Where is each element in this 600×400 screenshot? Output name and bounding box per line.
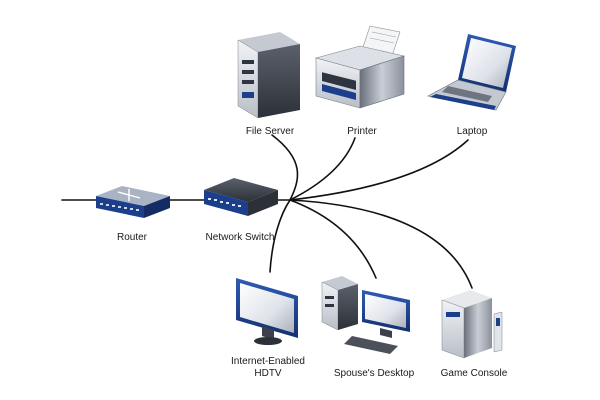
game-console-icon: [441, 290, 503, 359]
printer-label: Printer: [347, 126, 377, 137]
game-console-label: Game Console: [441, 368, 508, 379]
laptop-icon: [427, 34, 516, 111]
router-label: Router: [117, 232, 148, 243]
laptop-label: Laptop: [457, 126, 488, 137]
network-switch-label: Network Switch: [206, 232, 275, 243]
hdtv-label-line1: Internet-Enabled: [231, 356, 305, 367]
network-switch-icon: [204, 178, 278, 216]
router-icon: [96, 186, 170, 218]
cable-hdtv: [269, 199, 291, 273]
cable-game-console: [289, 199, 473, 289]
hdtv-icon: [236, 278, 298, 345]
file-server-label: File Server: [246, 126, 295, 137]
cables: [61, 134, 473, 289]
file-server-icon: [237, 32, 300, 119]
desktop-computer-icon: [321, 276, 410, 354]
cable-laptop: [289, 139, 469, 201]
printer-icon: [314, 25, 406, 109]
spouse-desktop-label: Spouse's Desktop: [334, 368, 415, 379]
cable-spouse-desktop: [289, 199, 377, 279]
cable-printer: [289, 137, 356, 201]
cable-file-server: [271, 134, 299, 201]
hdtv-label-line2: HDTV: [254, 368, 282, 379]
